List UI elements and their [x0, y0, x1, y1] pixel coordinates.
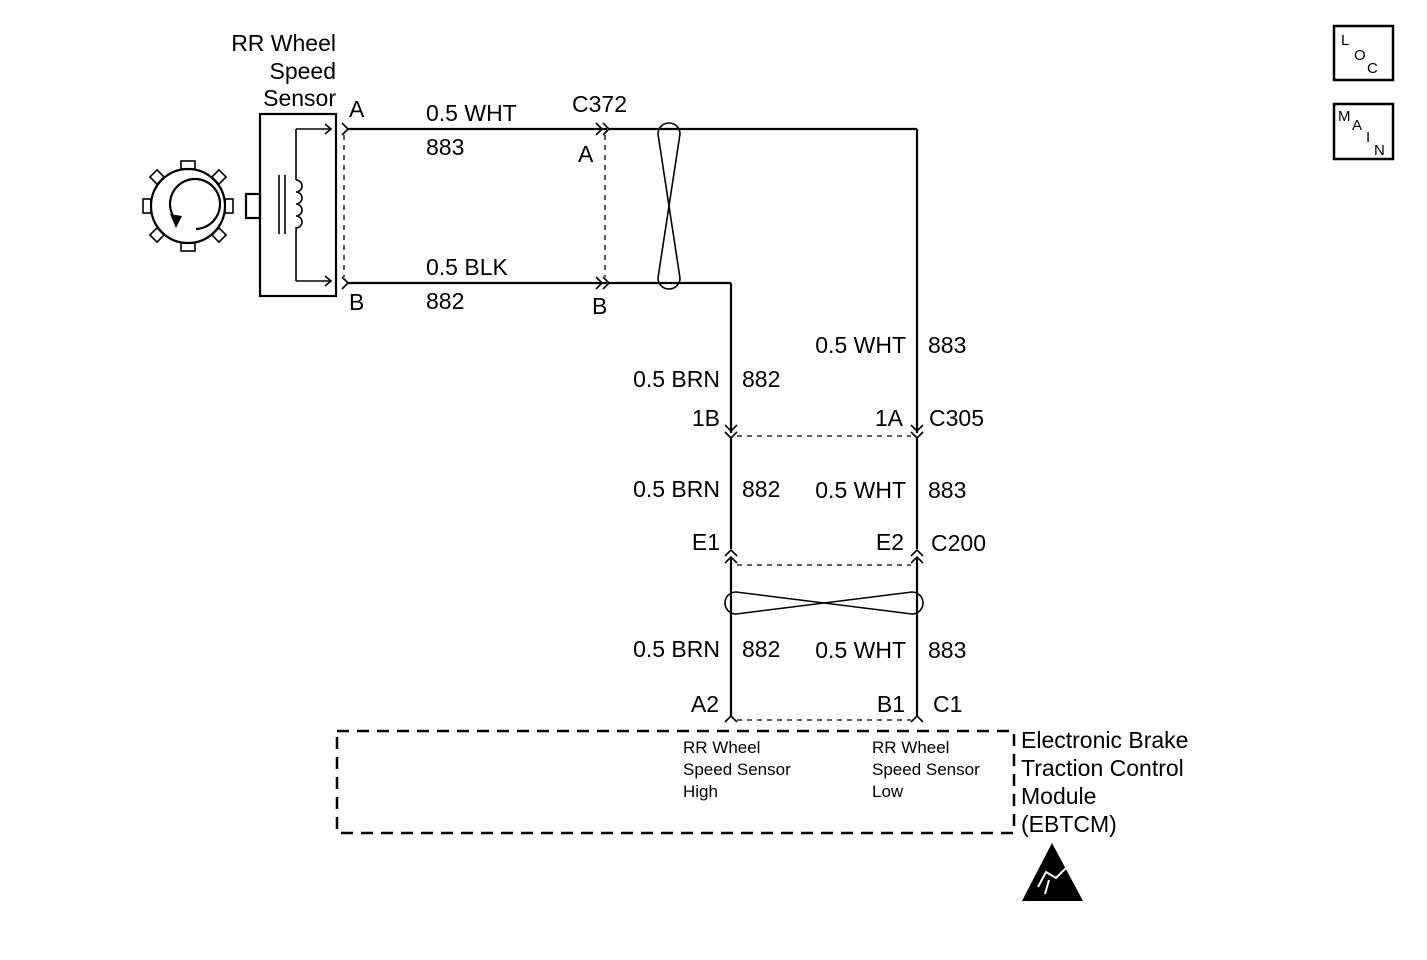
wire-lower-circuit: 882 [426, 288, 464, 314]
wire-wht-color-1: 0.5 WHT [815, 332, 906, 358]
reluctor-wheel-icon [142, 160, 234, 252]
wire-brn-color-2: 0.5 BRN [633, 476, 720, 502]
ebtcm-name-line2: Traction Control [1021, 755, 1184, 781]
sensor-pin-b: B [349, 289, 364, 315]
wire-upper-circuit: 883 [426, 134, 464, 160]
ebtcm-connector-name: C1 [933, 691, 962, 717]
connector-c200-name: C200 [931, 530, 986, 556]
ebtcm-pin-high-line1: RR Wheel [683, 738, 760, 757]
connector-c372-pin-a: A [578, 141, 594, 167]
sensor-pin-a: A [349, 96, 365, 122]
ebtcm-module-box [335, 729, 1016, 835]
sensor-connector-chevron-b [341, 276, 350, 290]
ebtcm-pin-low-line1: RR Wheel [872, 738, 949, 757]
ebtcm-pin-high-line2: Speed Sensor [683, 760, 791, 779]
connector-ebtcm-c1 [724, 714, 924, 723]
connector-c372-name: C372 [572, 91, 627, 117]
connector-c200-pin-e2: E2 [876, 529, 904, 555]
main-letter-i: I [1366, 129, 1370, 146]
wire-wht-circuit-2: 883 [928, 477, 966, 503]
twisted-pair-icon-upper [657, 122, 681, 290]
wire-wht-circuit-3: 883 [928, 637, 966, 663]
main-letter-m: M [1338, 108, 1351, 125]
wire-wht-color-3: 0.5 WHT [815, 637, 906, 663]
ebtcm-pin-low-line3: Low [872, 782, 904, 801]
ebtcm-name-line1: Electronic Brake [1021, 727, 1188, 753]
esd-sensitive-icon [1022, 843, 1083, 901]
connector-c305-name: C305 [929, 405, 984, 431]
wire-wht-color-2: 0.5 WHT [815, 477, 906, 503]
sensor-title-line2: Speed [269, 58, 336, 84]
connector-c200-pin-e1: E1 [692, 529, 720, 555]
main-letter-a: A [1352, 117, 1362, 134]
main-button[interactable]: M A I N [1332, 102, 1395, 161]
twisted-pair-icon-lower [724, 591, 924, 615]
ebtcm-name-line4: (EBTCM) [1021, 811, 1117, 837]
ebtcm-name-line3: Module [1021, 783, 1096, 809]
connector-c305-pin-1b: 1B [692, 405, 720, 431]
wire-brn-circuit-3: 882 [742, 636, 780, 662]
loc-button[interactable]: L O C [1332, 24, 1395, 82]
ebtcm-pin-a2: A2 [691, 691, 719, 717]
connector-c305-pin-1a: 1A [875, 405, 904, 431]
sensor-title-line3: Sensor [263, 85, 336, 111]
main-letter-n: N [1374, 142, 1385, 159]
connector-c372 [595, 122, 611, 290]
ebtcm-pin-b1: B1 [877, 691, 905, 717]
wire-lower-color: 0.5 BLK [426, 254, 508, 280]
wire-brn-circuit-2: 882 [742, 476, 780, 502]
ebtcm-pin-high-line3: High [683, 782, 718, 801]
sensor-connector-chevron-a [341, 122, 350, 136]
wire-wht-circuit-1: 883 [928, 332, 966, 358]
ebtcm-pin-low-line2: Speed Sensor [872, 760, 980, 779]
sensor-title-line1: RR Wheel [231, 30, 336, 56]
wire-brn-color-3: 0.5 BRN [633, 636, 720, 662]
loc-letter-c: C [1367, 60, 1378, 77]
loc-letter-o: O [1354, 47, 1366, 64]
wheel-speed-sensor [244, 112, 338, 298]
wire-brn-circuit-1: 882 [742, 366, 780, 392]
connector-c372-pin-b: B [592, 293, 607, 319]
wire-brn-color-1: 0.5 BRN [633, 366, 720, 392]
wire-upper-color: 0.5 WHT [426, 100, 517, 126]
loc-letter-l: L [1341, 32, 1349, 49]
